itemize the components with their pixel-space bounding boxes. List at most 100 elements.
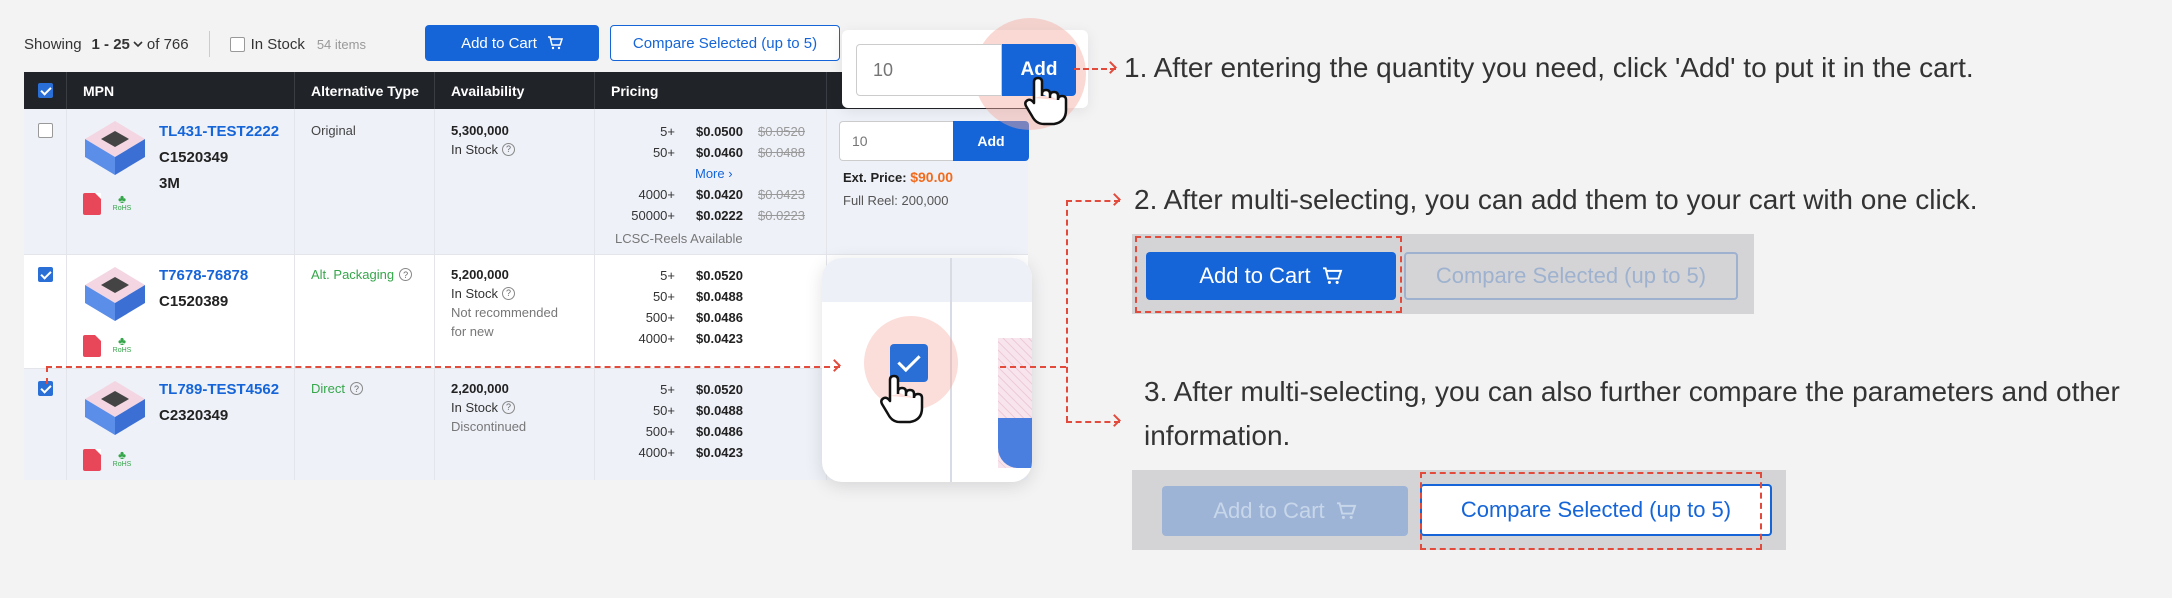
- select-all-checkbox[interactable]: [38, 83, 53, 98]
- connector-line: [1066, 421, 1120, 423]
- cart-icon: [547, 36, 563, 50]
- connector-line: [1066, 200, 1120, 202]
- alt-type-cell: Direct?: [295, 369, 435, 480]
- in-stock-count: 54 items: [316, 36, 366, 52]
- tier-price: $0.0500: [696, 124, 743, 139]
- stock-status-text: In Stock: [451, 142, 498, 157]
- connector-line: [1000, 366, 1066, 368]
- demo-add-to-cart-button[interactable]: Add to Cart: [1146, 252, 1396, 300]
- compare-selected-label: Compare Selected (up to 5): [632, 34, 818, 52]
- stock-quantity: 5,200,000: [451, 267, 509, 282]
- price-tier: 4000+$0.0423: [615, 328, 743, 349]
- hand-cursor-icon: [880, 374, 924, 424]
- tier-price: $0.0222: [696, 208, 743, 223]
- rohs-icon: ♣RoHS: [112, 192, 132, 212]
- results-toolbar: Showing 1 - 25 of 766 In Stock 54 items: [24, 24, 366, 64]
- price-tier: 5+$0.0520: [615, 379, 743, 400]
- tier-qty: 5+: [660, 268, 675, 283]
- connector-line: [1074, 68, 1116, 70]
- tier-qty: 4000+: [638, 331, 675, 346]
- header-mpn[interactable]: MPN: [67, 72, 295, 109]
- help-icon[interactable]: ?: [399, 268, 413, 281]
- more-prices-link[interactable]: More ›: [695, 166, 733, 181]
- demo-add-to-cart-label: Add to Cart: [1213, 498, 1325, 523]
- cart-icon: [1336, 502, 1356, 519]
- tier-price: $0.0460: [696, 145, 743, 160]
- availability-info: 5,200,000 In Stock? Not recommended for …: [451, 265, 591, 341]
- tier-price: $0.0488: [696, 289, 743, 304]
- tier-qty: 500+: [645, 424, 675, 439]
- demo-add-to-cart-disabled-button: Add to Cart: [1162, 486, 1408, 536]
- tier-price: $0.0420: [696, 187, 743, 202]
- checkbox-zoom-callout: [822, 258, 1032, 482]
- availability-note: Discontinued: [451, 419, 527, 434]
- datasheet-pdf-icon[interactable]: [83, 335, 101, 357]
- help-icon[interactable]: ?: [501, 401, 515, 414]
- tier-qty: 50+: [652, 403, 675, 418]
- quantity-input[interactable]: [839, 121, 953, 161]
- row-checkbox[interactable]: [38, 267, 53, 282]
- step-3-demo: Add to Cart Compare Selected (up to 5): [1132, 470, 1786, 550]
- tier-qty: 50000+: [631, 208, 675, 223]
- toolbar-divider: [208, 31, 210, 57]
- rohs-icon: ♣RoHS: [112, 334, 132, 354]
- in-stock-checkbox[interactable]: [229, 36, 245, 52]
- stock-status-text: In Stock: [451, 286, 498, 301]
- page-range-value: 1 - 25: [91, 35, 130, 53]
- help-icon[interactable]: ?: [349, 382, 363, 395]
- page-range-select[interactable]: 1 - 25: [92, 36, 143, 53]
- header-availability[interactable]: Availability: [435, 72, 595, 109]
- price-tier: 5+$0.0520: [615, 265, 743, 286]
- ext-price: Ext. Price: $90.00: [843, 169, 953, 185]
- stock-status: In Stock?: [451, 284, 591, 303]
- help-icon[interactable]: ?: [501, 143, 515, 156]
- alt-type-label: Alt. Packaging?: [311, 267, 413, 282]
- in-stock-filter[interactable]: In Stock 54 items: [229, 36, 366, 53]
- connector-line: [1066, 200, 1068, 422]
- part-code: C2320349: [159, 407, 229, 424]
- availability-info: 2,200,000 In Stock? Discontinued: [451, 379, 591, 436]
- mpn-link[interactable]: TL431-TEST2222: [159, 123, 280, 140]
- chevron-down-icon: [133, 41, 143, 48]
- header-pricing[interactable]: Pricing: [595, 72, 827, 109]
- cart-icon: [1322, 267, 1342, 284]
- price-tiers: 5+$0.0520 50+$0.0488 500+$0.0486 4000+$0…: [615, 265, 743, 349]
- price-tier: 50+$0.0488: [615, 400, 743, 421]
- datasheet-pdf-icon[interactable]: [83, 193, 101, 215]
- header-alternative-type[interactable]: Alternative Type: [295, 72, 435, 109]
- stock-status-text: In Stock: [451, 400, 498, 415]
- tier-qty: 5+: [660, 124, 675, 139]
- header-select-all[interactable]: [24, 72, 67, 109]
- availability-note: Not recommended for new: [451, 305, 558, 339]
- add-zoom-callout: Add: [842, 18, 1088, 130]
- demo-compare-label: Compare Selected (up to 5): [1435, 263, 1707, 288]
- stock-quantity: 5,300,000: [451, 123, 509, 138]
- step-1-text: 1. After entering the quantity you need,…: [1124, 52, 1974, 83]
- price-tier: 50+$0.0460$0.0488: [615, 142, 805, 163]
- toolbar-compare-selected-button[interactable]: Compare Selected (up to 5): [610, 25, 840, 61]
- part-code: C1520349: [159, 149, 229, 166]
- help-icon[interactable]: ?: [501, 287, 515, 300]
- tier-old-price: $0.0520: [758, 124, 805, 139]
- demo-add-to-cart-label: Add to Cart: [1199, 263, 1311, 288]
- mpn-link[interactable]: T7678-76878: [159, 267, 249, 284]
- manufacturer: 3M: [159, 175, 180, 192]
- availability-cell: 5,300,000 In Stock?: [435, 109, 595, 254]
- demo-compare-selected-button[interactable]: Compare Selected (up to 5): [1420, 484, 1772, 536]
- demo-compare-label: Compare Selected (up to 5): [1460, 497, 1732, 522]
- availability-info: 5,300,000 In Stock?: [451, 121, 591, 159]
- row-checkbox[interactable]: [38, 381, 53, 396]
- add-button[interactable]: Add: [953, 121, 1029, 161]
- toolbar-add-to-cart-button[interactable]: Add to Cart: [425, 25, 599, 61]
- showing-label: Showing: [24, 35, 82, 53]
- row-checkbox[interactable]: [38, 123, 53, 138]
- alt-type-label: Direct?: [311, 381, 363, 396]
- price-tiers: 5+$0.0520 50+$0.0488 500+$0.0486 4000+$0…: [615, 379, 743, 463]
- zoom-quantity-input[interactable]: [856, 44, 1002, 96]
- mpn-link[interactable]: TL789-TEST4562: [159, 381, 280, 398]
- hand-cursor-icon: [1024, 76, 1068, 126]
- arrow-right-icon: [1108, 414, 1121, 427]
- row-select-cell: [24, 109, 67, 254]
- datasheet-pdf-icon[interactable]: [83, 449, 101, 471]
- add-to-cart-label: Add to Cart: [461, 34, 537, 52]
